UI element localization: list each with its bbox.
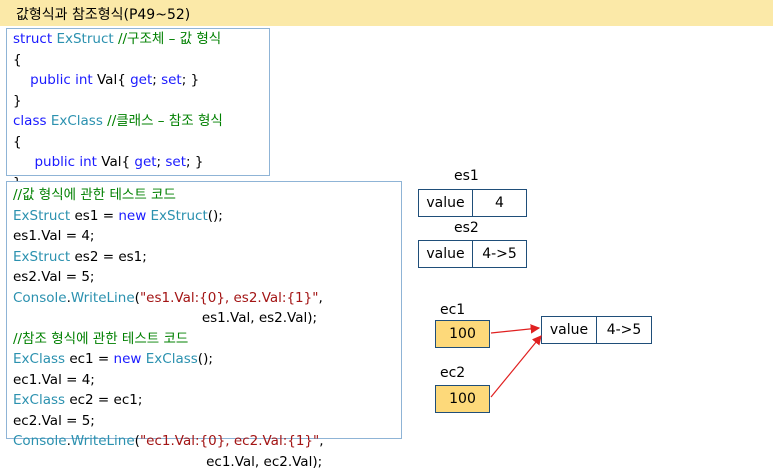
reference-arrows: [0, 0, 773, 442]
ec2-arrow: [491, 336, 541, 397]
code-line: ec1.Val, ec2.Val);: [13, 452, 401, 472]
code-token: ec1.Val, ec2.Val);: [13, 454, 322, 470]
ec1-arrow: [491, 328, 539, 333]
